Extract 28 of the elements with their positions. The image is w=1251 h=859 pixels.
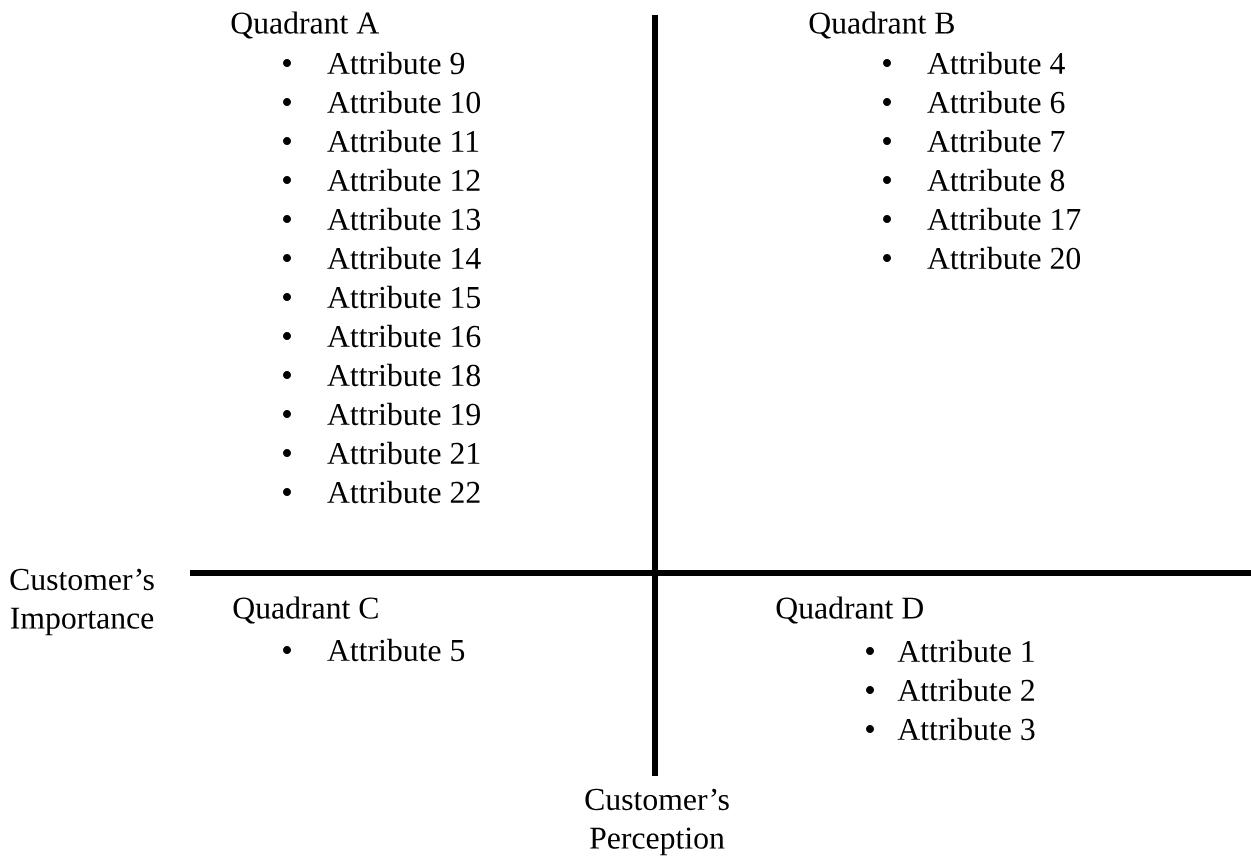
- list-item: Attribute 5: [283, 638, 465, 662]
- list-item: Attribute 11: [283, 129, 479, 153]
- list-item: Attribute 13: [283, 207, 480, 231]
- quadrant-heading: Quadrant C: [233, 596, 378, 624]
- list-item: Attribute 15: [283, 285, 480, 309]
- list-item: Attribute 12: [283, 168, 480, 192]
- list-item: Attribute 6: [883, 90, 1065, 114]
- list-item: Attribute 20: [883, 246, 1081, 270]
- list-item: Attribute 1: [866, 639, 1034, 663]
- quadrant-heading: Quadrant D: [776, 596, 923, 624]
- quadrant-heading: Quadrant A: [231, 11, 379, 39]
- list-item: Attribute 14: [283, 246, 481, 270]
- list-item: Attribute 17: [883, 207, 1081, 231]
- list-item: Attribute 7: [883, 129, 1065, 153]
- list-item: Attribute 19: [283, 402, 480, 426]
- list-item: Attribute 9: [283, 51, 465, 75]
- quadrant-heading: Quadrant B: [809, 11, 954, 39]
- list-item: Attribute 8: [883, 168, 1065, 192]
- list-item: Attribute 18: [283, 363, 480, 387]
- list-item: Attribute 2: [866, 678, 1034, 702]
- list-item: Attribute 4: [883, 51, 1065, 75]
- list-item: Attribute 16: [283, 324, 481, 348]
- list-item: Attribute 22: [283, 480, 480, 504]
- list-item: Attribute 3: [866, 717, 1035, 741]
- axis-label: Customer’s Importance: [10, 568, 154, 636]
- list-item: Attribute 10: [283, 90, 480, 114]
- list-item: Attribute 21: [283, 441, 480, 465]
- axis-label: Customer’s Perception: [585, 788, 729, 856]
